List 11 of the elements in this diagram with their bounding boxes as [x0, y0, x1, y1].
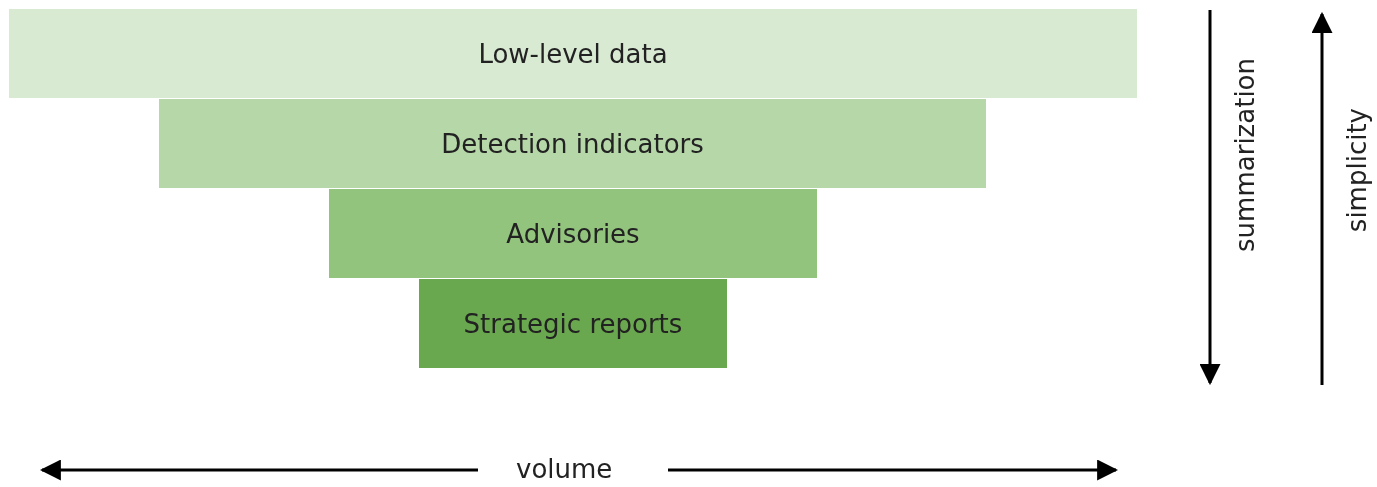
pyramid-layer: [9, 9, 1137, 98]
pyramid-layer: [419, 279, 727, 368]
axis-label: volume: [516, 454, 613, 484]
layer-label: Detection indicators: [441, 128, 704, 159]
axis-label: simplicity: [1342, 108, 1372, 233]
axis-label: summarization: [1230, 58, 1260, 252]
layer-label: Low-level data: [478, 38, 668, 69]
layer-label: Advisories: [506, 218, 640, 249]
pyramid-layer: [159, 99, 986, 188]
layer-label: Strategic reports: [463, 308, 683, 339]
pyramid-layer: [329, 189, 817, 278]
